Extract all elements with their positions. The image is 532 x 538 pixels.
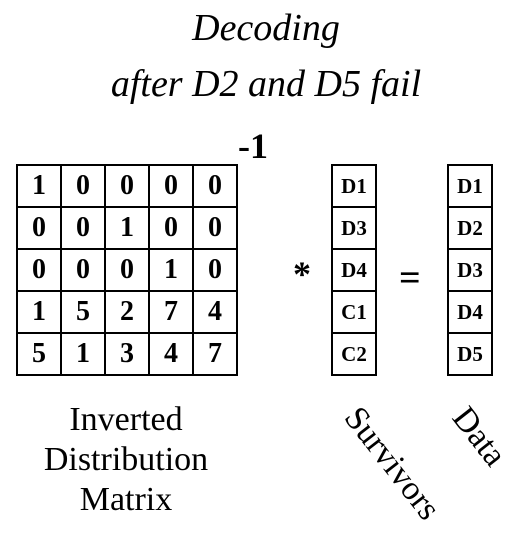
multiply-operator: * [293,254,311,294]
matrix-cell: 5 [60,290,106,334]
data-vector: D1 D2 D3 D4 D5 [447,164,493,376]
matrix-cell: 7 [192,332,238,376]
matrix-cell: 1 [16,164,62,208]
matrix-cell: 0 [60,206,106,250]
equals-operator: = [399,257,421,299]
survivors-caption: Survivors [336,400,448,527]
data-cell: D2 [447,206,493,250]
survivors-vector: D1 D3 D4 C1 C2 [331,164,377,376]
matrix-cell: 0 [192,248,238,292]
matrix-cell: 7 [148,290,194,334]
inverted-distribution-matrix: 1 0 0 0 0 0 0 1 0 0 0 0 0 1 0 1 5 2 7 4 … [16,164,238,376]
matrix-cell: 1 [104,206,150,250]
matrix-caption: Inverted Distribution Matrix [0,400,252,520]
matrix-cell: 0 [16,248,62,292]
matrix-caption-line: Matrix [79,481,173,518]
matrix-cell: 1 [60,332,106,376]
matrix-caption-line: Inverted [69,401,183,438]
matrix-cell: 4 [192,290,238,334]
matrix-row: 0 0 1 0 0 [16,206,238,250]
matrix-cell: 4 [148,332,194,376]
data-caption: Data [444,400,514,474]
matrix-caption-line: Distribution [43,441,209,478]
title-line-2: after D2 and D5 fail [110,63,422,105]
matrix-cell: 0 [104,248,150,292]
matrix-cell: 2 [104,290,150,334]
data-cell: D3 [447,248,493,292]
data-cell: D4 [447,290,493,334]
matrix-cell: 1 [148,248,194,292]
matrix-cell: 3 [104,332,150,376]
matrix-cell: 0 [148,206,194,250]
matrix-row: 0 0 0 1 0 [16,248,238,292]
survivor-cell: D1 [331,164,377,208]
survivor-cell: D3 [331,206,377,250]
inverse-marker: -1 [238,126,268,166]
survivor-cell: C2 [331,332,377,376]
matrix-cell: 0 [60,164,106,208]
matrix-row: 1 5 2 7 4 [16,290,238,334]
matrix-cell: 5 [16,332,62,376]
matrix-cell: 0 [192,206,238,250]
title-line-1: Decoding [192,7,340,49]
matrix-cell: 0 [148,164,194,208]
matrix-cell: 0 [16,206,62,250]
matrix-cell: 1 [16,290,62,334]
matrix-cell: 0 [192,164,238,208]
survivor-cell: D4 [331,248,377,292]
survivor-cell: C1 [331,290,377,334]
matrix-row: 1 0 0 0 0 [16,164,238,208]
matrix-cell: 0 [104,164,150,208]
matrix-cell: 0 [60,248,106,292]
data-cell: D5 [447,332,493,376]
data-cell: D1 [447,164,493,208]
matrix-row: 5 1 3 4 7 [16,332,238,376]
